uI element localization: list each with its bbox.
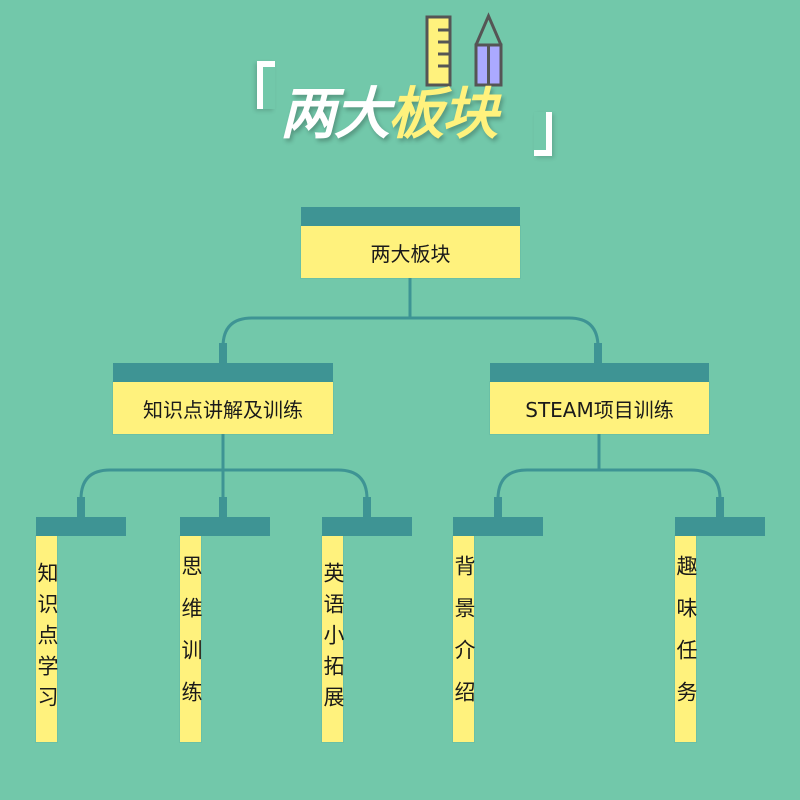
connector-right-to-child-1 — [496, 468, 599, 505]
connector-tab — [716, 497, 724, 517]
root-node-label: 两大板块 — [301, 226, 520, 278]
connector-tab — [77, 497, 85, 517]
close-bracket — [534, 112, 552, 156]
open-bracket — [257, 61, 275, 109]
connector-left-to-child-3 — [223, 468, 369, 505]
title-banner: 两大板块 — [0, 0, 800, 180]
connector-tab — [494, 497, 502, 517]
leaf-node-thinking-training: 思维训练 — [179, 517, 270, 742]
leaf-node-label: 趣味任务 — [674, 536, 698, 742]
page-title: 两大板块 — [280, 80, 498, 150]
connector-tab — [363, 497, 371, 517]
branch-node-steam: STEAM项目训练 — [490, 363, 709, 434]
leaf-node-knowledge-study: 知识点学习 — [35, 517, 126, 742]
connector-right-to-child-2 — [599, 468, 722, 505]
node-header — [113, 363, 333, 382]
branch-node-knowledge: 知识点讲解及训练 — [113, 363, 333, 434]
ruler-icon — [425, 15, 452, 87]
title-part-yellow: 板块 — [388, 82, 498, 147]
leaf-node-background-intro: 背景介绍 — [452, 517, 543, 742]
connector-tab — [219, 343, 227, 363]
branch-node-label: 知识点讲解及训练 — [113, 382, 333, 434]
node-header — [675, 517, 765, 536]
connector-root-to-right — [410, 316, 600, 352]
node-header — [36, 517, 126, 536]
leaf-node-label: 背景介绍 — [452, 536, 476, 742]
node-header — [301, 207, 520, 226]
title-decoration — [425, 12, 503, 87]
node-header — [453, 517, 543, 536]
node-header — [490, 363, 709, 382]
root-node: 两大板块 — [301, 207, 520, 278]
pencil-icon — [474, 12, 503, 87]
node-header — [180, 517, 270, 536]
branch-node-label: STEAM项目训练 — [490, 382, 709, 434]
leaf-node-label: 知识点学习 — [35, 536, 59, 742]
leaf-node-fun-tasks: 趣味任务 — [674, 517, 765, 742]
connector-tab — [219, 497, 227, 517]
leaf-node-english-extension: 英语小拓展 — [321, 517, 412, 742]
node-header — [322, 517, 412, 536]
leaf-node-label: 思维训练 — [179, 536, 203, 742]
connector-root-to-left — [221, 316, 410, 352]
connector-tab — [594, 343, 602, 363]
connector-left-to-child-1 — [79, 468, 223, 505]
title-part-white: 两大 — [280, 82, 390, 147]
leaf-node-label: 英语小拓展 — [321, 536, 345, 742]
